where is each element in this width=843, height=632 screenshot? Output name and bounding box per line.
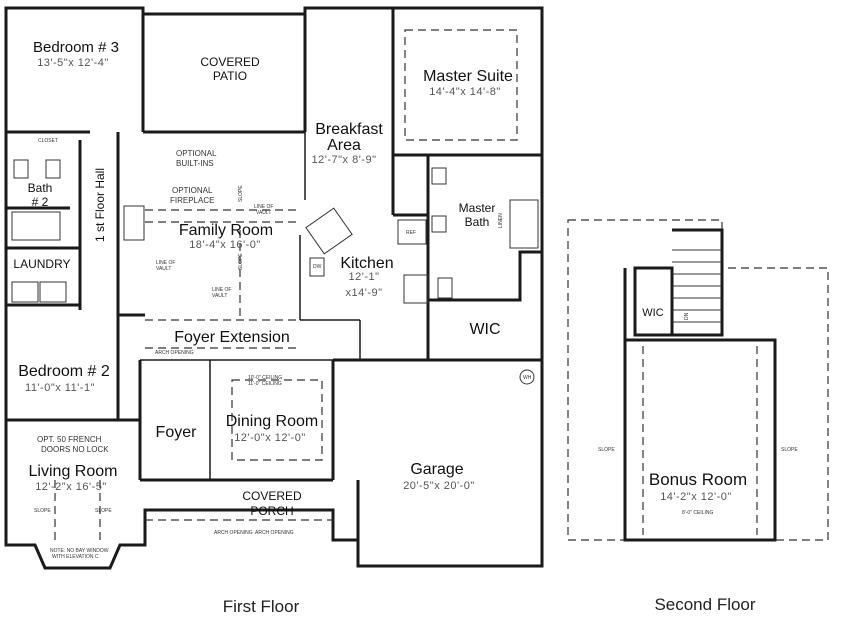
second-floor: WIC DN Bonus Room 14'-2"x 12'-0" 8'-0" C… [567,219,829,614]
kitchen-dim-line1: 12'-1" [348,271,379,283]
first-floor-caption: First Floor [223,597,300,616]
line-of-vault-note-3: LINE OF [156,260,175,266]
dining-room-dim: 12'-0"x 12'-0" [234,432,306,444]
fireplace [123,205,145,241]
bay-window-note-1: NOTE: NO BAY WINDOW [50,548,109,554]
washer [11,281,39,303]
upper-wic-name: WIC [642,307,663,319]
breakfast-name-line2: Area [327,137,361,154]
bath2-name-line2: # 2 [32,195,49,209]
master-suite-name: Master Suite [423,68,513,85]
dn-note: DN [684,312,690,320]
wic-name: WIC [469,321,500,338]
ceiling-note-1: 10'-0" CEILING [248,375,282,381]
line-of-vault-note-1: LINE OF [254,204,273,210]
tub-bath2 [11,211,61,241]
slope-note-2: SLOPE [238,253,244,270]
stairs [672,249,722,323]
optional-builtins-note-1: OPTIONAL [176,149,217,158]
slope-note-1: SLOPE [238,185,244,202]
refrigerator [397,219,427,245]
interior-walls [6,8,542,540]
bonus-room-dim: 14'-2"x 12'-0" [660,491,732,503]
fixtures [11,159,539,385]
sink-bath2 [13,159,29,179]
optional-fireplace-note-2: FIREPLACE [170,196,214,205]
slope-note-4: SLOPE [95,508,112,514]
bonus-room-name: Bonus Room [649,470,747,489]
master-bath-name-line1: Master [459,201,496,215]
garage-dim: 20'-5"x 20'-0" [403,480,475,492]
laundry-name: LAUNDRY [13,257,70,271]
wh-note: WH [523,375,532,381]
linen-note: LINEN [498,213,504,228]
toilet-bath2 [45,159,61,179]
arch-opening-note-3: ARCH OPENING [255,530,294,536]
master-suite-dim: 14'-4"x 14'-8" [429,86,501,98]
kitchen-island [305,207,353,255]
bonus-ceiling-note: 8'-0" CEILING [682,510,713,516]
sink-master-1 [431,167,447,185]
second-floor-roof-outline [567,219,829,541]
bay-window-note-2: WITH ELEVATION C [52,554,99,560]
arch-opening-note-2: ARCH OPENING [214,530,253,536]
optional-builtins-note-2: BUILT-INS [176,159,214,168]
breakfast-name-line1: Breakfast [315,121,383,138]
kitchen-name: Kitchen [340,255,393,272]
tub-master [509,199,539,249]
porch-name-line2: PORCH [250,504,293,518]
arch-opening-note-1: ARCH OPENING [155,350,194,356]
family-room-dim: 18'-4"x 16'-0" [189,239,261,251]
plan-notes: CLOSET OPTIONAL BUILT-INS OPTIONAL FIREP… [34,138,532,560]
bath2-name-line1: Bath [28,181,53,195]
ref-note: REF [406,230,416,236]
second-floor-walls [623,268,777,542]
line-of-vault-note-5: LINE OF [212,287,231,293]
foyer-name: Foyer [156,424,198,441]
room-labels: Bedroom # 3 13'-5"x 12'-4" COVERED PATIO… [13,39,513,518]
french-doors-note-2: DOORS NO LOCK [41,445,109,454]
bedroom3-dim: 13'-5"x 12'-4" [37,57,109,69]
optional-fireplace-note-1: OPTIONAL [172,186,213,195]
garage-name: Garage [410,461,463,478]
hall-name: 1 st Floor Hall [93,168,107,242]
bedroom2-name: Bedroom # 2 [18,363,110,380]
upper-slope-note-1: SLOPE [598,447,615,453]
line-of-vault-note-4: VAULT [156,266,171,272]
patio-name-line2: PATIO [213,69,247,83]
kitchen-dim-line2: x14'-9" [345,287,382,299]
foyer-ext-name: Foyer Extension [174,329,290,346]
second-floor-caption: Second Floor [654,595,755,614]
line-of-vault-note-2: VAULT [256,210,271,216]
closet-note-1: CLOSET [38,138,58,144]
dishwasher [309,257,325,277]
upper-slope-note-2: SLOPE [781,447,798,453]
range [403,274,429,304]
bedroom3-name: Bedroom # 3 [33,39,119,56]
master-bath-name-line2: Bath [465,215,490,229]
french-doors-note-1: OPT. 50 FRENCH [37,435,102,444]
dashed-ceiling-lines [54,29,518,540]
patio-name-line1: COVERED [200,55,260,69]
living-room-name: Living Room [29,463,118,480]
line-of-vault-note-6: VAULT [212,293,227,299]
dw-note: DW [313,264,322,270]
ceiling-note-2: 11'-0" CEILING [248,381,282,387]
slope-note-3: SLOPE [34,508,51,514]
water-heater [519,369,535,385]
dryer [39,281,67,303]
family-room-name: Family Room [179,222,273,239]
bedroom2-dim: 11'-0"x 11'-1" [25,382,95,394]
breakfast-dim: 12'-7"x 8'-9" [312,154,377,166]
dining-room-name: Dining Room [226,413,318,430]
porch-name-line1: COVERED [242,489,302,503]
sink-master-2 [431,215,447,233]
first-floor: Bedroom # 3 13'-5"x 12'-4" COVERED PATIO… [4,6,544,616]
living-room-dim: 12'-2"x 16'-5" [35,481,107,493]
toilet-master [437,277,453,299]
